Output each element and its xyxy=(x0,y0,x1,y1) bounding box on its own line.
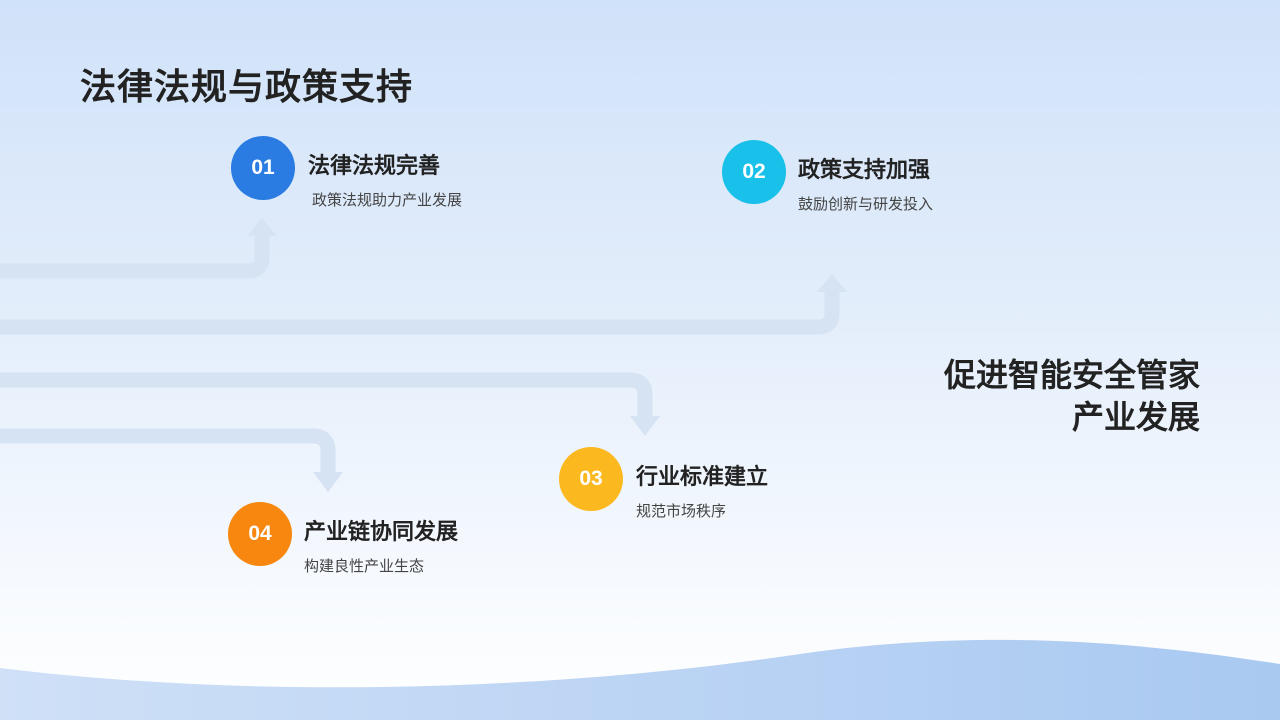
arrow-to-step-04 xyxy=(0,428,343,492)
step-04-title: 产业链协同发展 xyxy=(304,520,459,545)
side-slogan-line2: 产业发展 xyxy=(1071,398,1200,436)
step-03-desc: 规范市场秩序 xyxy=(636,502,727,520)
step-01-desc: 政策法规助力产业发展 xyxy=(312,191,463,209)
step-03-title: 行业标准建立 xyxy=(636,465,769,490)
arrow-to-step-03 xyxy=(0,372,660,436)
step-04-desc: 构建良性产业生态 xyxy=(304,557,425,575)
arrow-to-step-01 xyxy=(0,218,277,279)
page-title: 法律法规与政策支持 xyxy=(80,67,414,108)
step-01-title: 法律法规完善 xyxy=(308,154,441,179)
step-03-badge: 03 xyxy=(559,447,623,511)
side-slogan-line1: 促进智能安全管家 xyxy=(943,356,1200,394)
step-01-badge: 01 xyxy=(231,136,295,200)
bottom-wave xyxy=(0,639,1280,720)
step-02-desc: 鼓励创新与研发投入 xyxy=(798,195,934,213)
side-slogan: 促进智能安全管家 产业发展 xyxy=(880,354,1200,438)
arrow-to-step-02 xyxy=(0,274,847,335)
step-04-badge: 04 xyxy=(228,502,292,566)
step-02-badge: 02 xyxy=(722,140,786,204)
step-02-title: 政策支持加强 xyxy=(798,158,931,183)
